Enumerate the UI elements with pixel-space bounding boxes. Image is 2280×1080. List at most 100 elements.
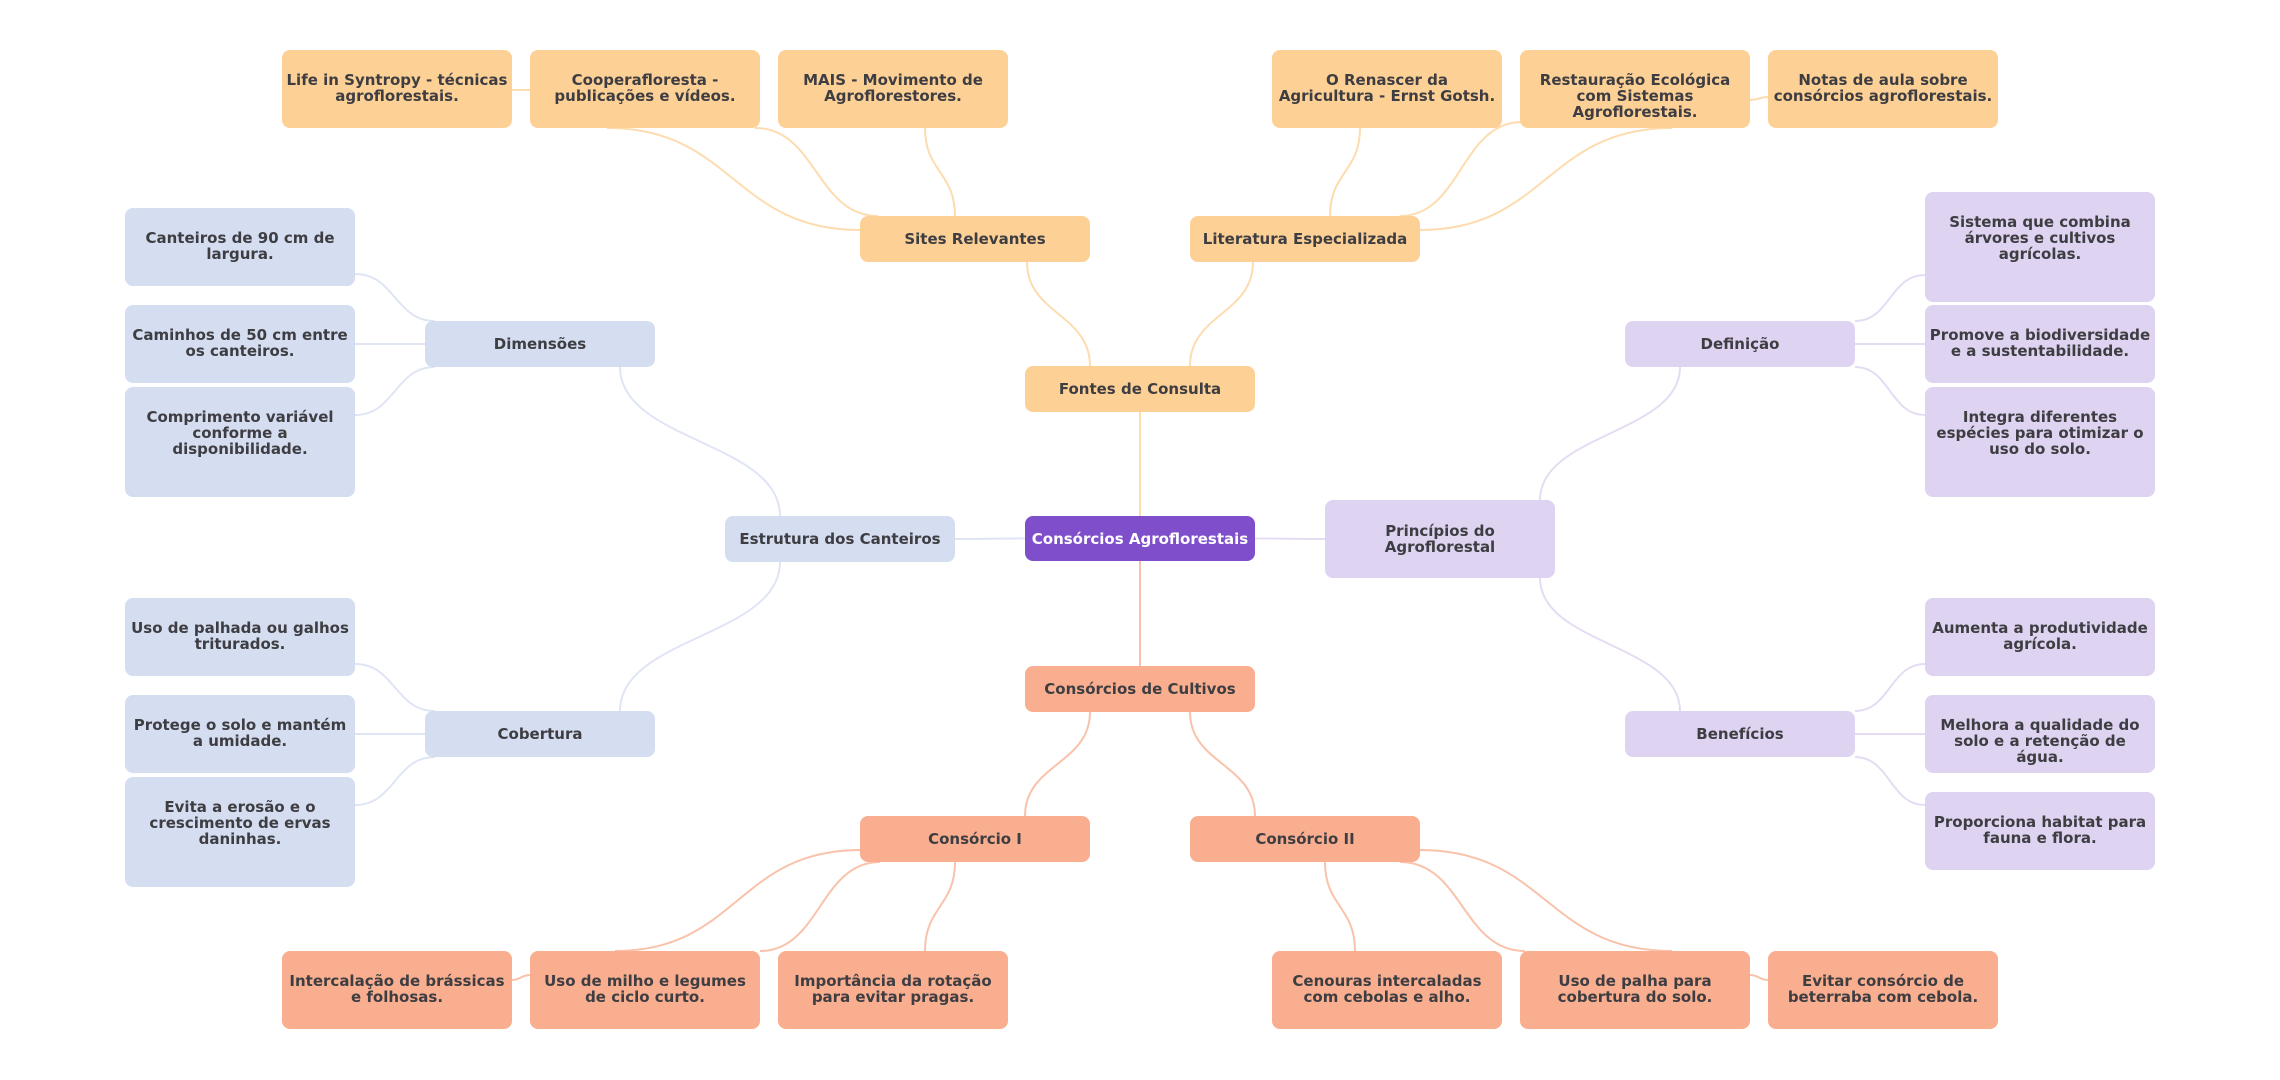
leaf-label: Melhora a qualidade do solo e a retenção… (1940, 716, 2140, 766)
edge-connector (354, 366, 436, 416)
edge-connector (954, 537, 1026, 540)
leaf-node[interactable]: Sistema que combina árvores e cultivos a… (1925, 192, 2155, 302)
leaf-node[interactable]: Melhora a qualidade do solo e a retenção… (1925, 695, 2155, 773)
leaf-label: Protege o solo e mantém a umidade. (133, 716, 347, 750)
leaf-label: Comprimento variável conforme a disponib… (146, 408, 334, 458)
leaf-label: Cenouras intercaladas com cebolas e alho… (1292, 972, 1482, 1006)
edge-connector (1324, 861, 1356, 952)
edge-connector (1854, 756, 1926, 806)
leaf-label: Caminhos de 50 cm entre os canteiros. (132, 326, 348, 360)
leaf-label: Life in Syntropy - técnicas agrofloresta… (286, 71, 508, 105)
leaf-label: Notas de aula sobre consórcios agroflore… (1773, 71, 1993, 105)
subbranch-label: Dimensões (493, 335, 587, 353)
leaf-node[interactable]: Canteiros de 90 cm de largura. (125, 208, 355, 286)
leaf-label: Evitar consórcio de beterraba com cebola… (1787, 972, 1979, 1006)
leaf-node[interactable]: Proporciona habitat para fauna e flora. (1925, 792, 2155, 870)
branch-consorcios-de-cultivos[interactable]: Consórcios de Cultivos (1025, 666, 1255, 712)
edge-connector (1399, 121, 1523, 217)
leaf-node[interactable]: O Renascer da Agricultura - Ernst Gotsh. (1272, 50, 1502, 128)
leaf-label: Aumenta a produtividade agrícola. (1932, 619, 2148, 653)
leaf-label: O Renascer da Agricultura - Ernst Gotsh. (1278, 71, 1496, 105)
leaf-node[interactable]: Integra diferentes espécies para otimiza… (1925, 387, 2155, 497)
root-node-label: Consórcios Agroflorestais (1031, 529, 1249, 548)
leaf-node[interactable]: Aumenta a produtividade agrícola. (1925, 598, 2155, 676)
subbranch-sites-relevantes[interactable]: Sites Relevantes (860, 216, 1090, 262)
edge-connector (1419, 127, 1673, 231)
subbranch-label: Cobertura (497, 725, 583, 743)
leaf-label: MAIS - Movimento de Agroflorestores. (803, 71, 983, 105)
edge-connector (1399, 861, 1526, 952)
branch-fontes-de-consulta[interactable]: Fontes de Consulta (1025, 366, 1255, 412)
leaf-label: Promove a biodiversidade e a sustentabil… (1929, 326, 2151, 360)
subbranch-literatura-especializada[interactable]: Literatura Especializada (1190, 216, 1420, 262)
leaf-label: Cooperafloresta - publicações e vídeos. (554, 71, 736, 105)
leaf-node[interactable]: Promove a biodiversidade e a sustentabil… (1925, 305, 2155, 383)
branch-label: Consórcios de Cultivos (1044, 680, 1236, 698)
subbranch-label: Literatura Especializada (1202, 230, 1408, 248)
root-node[interactable]: Consórcios Agroflorestais (1025, 516, 1255, 561)
leaf-label: Proporciona habitat para fauna e flora. (1933, 813, 2147, 847)
edge-connector (354, 663, 436, 712)
leaf-node[interactable]: Intercalação de brássicas e folhosas. (282, 951, 512, 1029)
edge-connector (606, 127, 861, 231)
branch-label: Fontes de Consulta (1058, 380, 1222, 398)
subbranch-label: Consórcio II (1255, 830, 1355, 848)
subbranch-label: Benefícios (1696, 725, 1784, 743)
branch-label: Estrutura dos Canteiros (739, 530, 941, 548)
leaf-node[interactable]: Restauração Ecológica com Sistemas Agrof… (1520, 50, 1750, 128)
subbranch-label: Consórcio I (928, 830, 1022, 848)
edge-connector (619, 561, 781, 712)
edge-connector (354, 756, 436, 806)
edge-connector (924, 861, 956, 952)
leaf-node[interactable]: Comprimento variável conforme a disponib… (125, 387, 355, 497)
branch-label: Princípios do Agroflorestal (1384, 522, 1496, 556)
edge-connector (1749, 96, 1769, 101)
edge-connector (1024, 711, 1091, 817)
leaf-node[interactable]: Evitar consórcio de beterraba com cebola… (1768, 951, 1998, 1029)
edge-connector (1539, 577, 1681, 712)
subbranch-consorcio-i[interactable]: Consórcio I (860, 816, 1090, 862)
edge-connector (1854, 366, 1926, 416)
leaf-label: Integra diferentes espécies para otimiza… (1936, 408, 2144, 458)
leaf-label: Uso de milho e legumes de ciclo curto. (544, 972, 746, 1006)
edge-connector (1254, 537, 1326, 540)
leaf-node[interactable]: Cenouras intercaladas com cebolas e alho… (1272, 951, 1502, 1029)
subbranch-definicao[interactable]: Definição (1625, 321, 1855, 367)
edge-connector (1539, 366, 1681, 501)
leaf-node[interactable]: MAIS - Movimento de Agroflorestores. (778, 50, 1008, 128)
edge-connector (1026, 261, 1091, 367)
leaf-node[interactable]: Caminhos de 50 cm entre os canteiros. (125, 305, 355, 383)
leaf-node[interactable]: Notas de aula sobre consórcios agroflore… (1768, 50, 1998, 128)
leaf-label: Sistema que combina árvores e cultivos a… (1949, 213, 2131, 263)
leaf-node[interactable]: Uso de palhada ou galhos triturados. (125, 598, 355, 676)
edge-connector (1854, 274, 1926, 322)
leaf-label: Canteiros de 90 cm de largura. (145, 229, 335, 263)
subbranch-cobertura[interactable]: Cobertura (425, 711, 655, 757)
edge-connector (354, 273, 436, 322)
leaf-node[interactable]: Life in Syntropy - técnicas agrofloresta… (282, 50, 512, 128)
leaf-node[interactable]: Importância da rotação para evitar praga… (778, 951, 1008, 1029)
leaf-node[interactable]: Uso de milho e legumes de ciclo curto. (530, 951, 760, 1029)
edge-connector (924, 127, 956, 217)
leaf-node[interactable]: Protege o solo e mantém a umidade. (125, 695, 355, 773)
branch-principios-do-agroflorestal[interactable]: Princípios do Agroflorestal (1325, 500, 1555, 578)
subbranch-dimensoes[interactable]: Dimensões (425, 321, 655, 367)
leaf-label: Uso de palha para cobertura do solo. (1557, 972, 1713, 1006)
subbranch-beneficios[interactable]: Benefícios (1625, 711, 1855, 757)
subbranch-consorcio-ii[interactable]: Consórcio II (1190, 816, 1420, 862)
leaf-label: Uso de palhada ou galhos triturados. (131, 619, 349, 653)
edge-connector (759, 861, 881, 952)
edge-connector (1189, 711, 1256, 817)
branch-estrutura-dos-canteiros[interactable]: Estrutura dos Canteiros (725, 516, 955, 562)
edge-connector (1189, 261, 1254, 367)
leaf-node[interactable]: Uso de palha para cobertura do solo. (1520, 951, 1750, 1029)
leaf-node[interactable]: Cooperafloresta - publicações e vídeos. (530, 50, 760, 128)
edge-connector (754, 127, 879, 217)
leaf-label: Evita a erosão e o crescimento de ervas … (149, 798, 331, 848)
leaf-node[interactable]: Evita a erosão e o crescimento de ervas … (125, 777, 355, 887)
leaf-label: Intercalação de brássicas e folhosas. (289, 972, 505, 1006)
edge-connector (1854, 663, 1926, 712)
edge-connector (614, 849, 861, 952)
leaf-label: Importância da rotação para evitar praga… (794, 972, 992, 1006)
